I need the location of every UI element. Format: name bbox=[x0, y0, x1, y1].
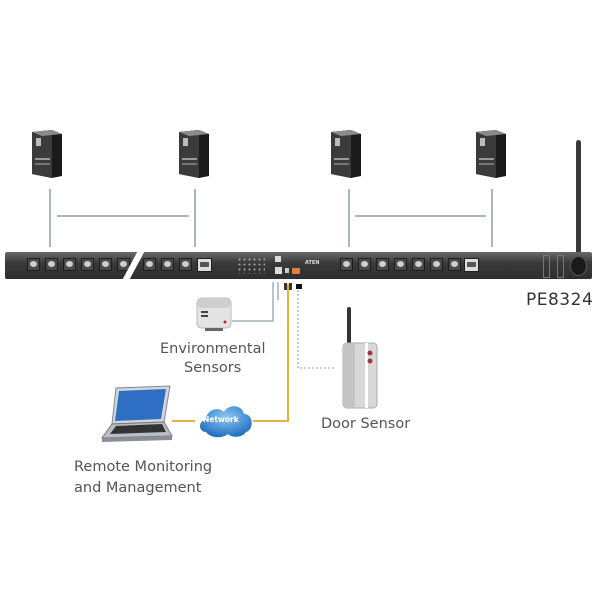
outlet bbox=[81, 258, 94, 271]
environmental-sensors-label-line1: Environmental bbox=[160, 341, 266, 357]
power-cable bbox=[49, 189, 51, 247]
link-line bbox=[355, 215, 486, 217]
remote-monitoring-label-line1: Remote Monitoring bbox=[74, 459, 213, 475]
outlet bbox=[63, 258, 76, 271]
outlet bbox=[179, 258, 192, 271]
door-sensor-cable bbox=[297, 290, 334, 369]
sensor-cable bbox=[232, 282, 274, 322]
outlet bbox=[448, 258, 461, 271]
outlet bbox=[376, 258, 389, 271]
door-sensor-label: Door Sensor bbox=[321, 416, 411, 432]
outlet bbox=[358, 258, 371, 271]
environmental-sensors-label-line2: Sensors bbox=[184, 360, 242, 376]
pdu-bar: ATEN bbox=[5, 252, 592, 279]
outlet bbox=[394, 258, 407, 271]
antenna-base bbox=[570, 256, 587, 276]
remote-monitoring-label-line2: and Management bbox=[74, 480, 202, 496]
antenna bbox=[576, 140, 581, 262]
server-icon bbox=[179, 130, 209, 178]
power-cable bbox=[491, 189, 493, 247]
server-icon bbox=[331, 130, 361, 178]
outlet bbox=[99, 258, 112, 271]
outlet bbox=[143, 258, 156, 271]
network-label: Network bbox=[203, 415, 239, 424]
model-label: PE8324 bbox=[526, 290, 594, 310]
link-line bbox=[57, 215, 189, 217]
server-icon bbox=[32, 130, 62, 178]
port bbox=[285, 268, 289, 273]
laptop-icon bbox=[101, 385, 173, 442]
door-sensor-icon bbox=[342, 307, 378, 409]
port bbox=[275, 267, 282, 274]
breaker bbox=[543, 255, 550, 278]
outlet-large bbox=[464, 258, 479, 272]
brand-badge: ATEN bbox=[305, 260, 320, 266]
outlet bbox=[430, 258, 443, 271]
network-cloud-icon bbox=[200, 406, 252, 438]
port bbox=[275, 256, 281, 262]
outlet bbox=[412, 258, 425, 271]
server-icon bbox=[476, 130, 506, 178]
outlet bbox=[45, 258, 58, 271]
outlet bbox=[161, 258, 174, 271]
power-cable bbox=[348, 189, 350, 247]
outlet bbox=[27, 258, 40, 271]
network-port bbox=[292, 268, 300, 274]
outlet-large bbox=[197, 258, 212, 272]
environmental-sensor-icon bbox=[196, 297, 232, 331]
power-cable bbox=[194, 189, 196, 247]
display-panel bbox=[237, 257, 265, 274]
outlet bbox=[340, 258, 353, 271]
breaker bbox=[557, 255, 564, 278]
